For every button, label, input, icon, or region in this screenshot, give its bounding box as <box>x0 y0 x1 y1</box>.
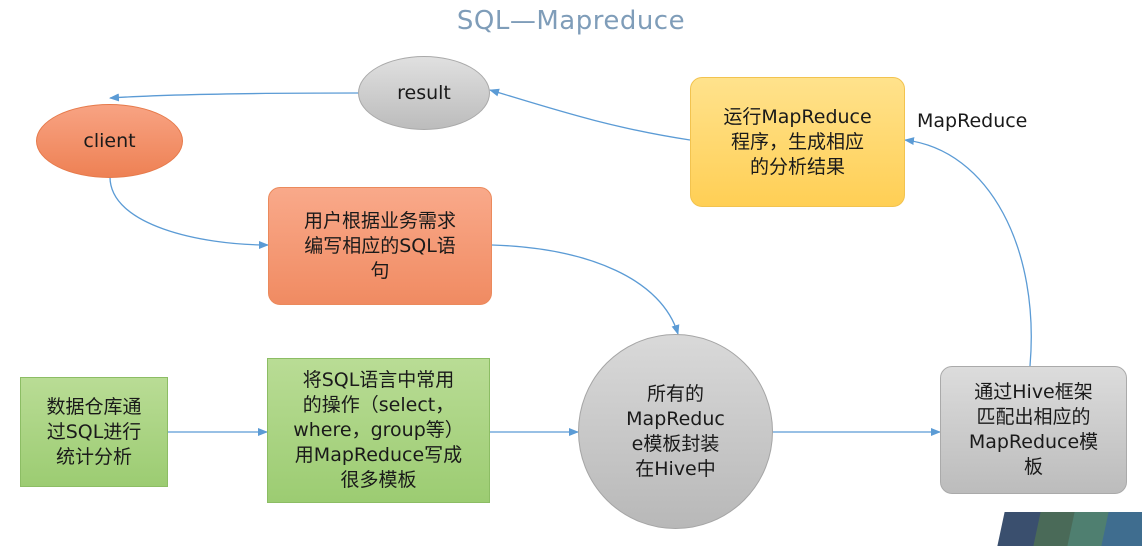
write-sql-node: 用户根据业务需求 编写相应的SQL语 句 <box>268 187 492 305</box>
edge-sql-to-hive <box>491 244 680 335</box>
templates-node: 将SQL语言中常用 的操作（select， where，group等） 用Map… <box>267 358 490 503</box>
run-mapreduce-node: 运行MapReduce 程序，生成相应 的分析结果 <box>690 77 905 207</box>
client-node: client <box>36 104 183 178</box>
result-node: result <box>358 56 490 130</box>
edge-client-to-sql <box>109 176 269 249</box>
diagram-title: SQL—Mapreduce <box>456 6 686 36</box>
edge-run-to-result <box>489 88 691 141</box>
warehouse-node: 数据仓库通 过SQL进行 统计分析 <box>20 377 168 487</box>
match-template-node: 通过Hive框架 匹配出相应的 MapReduce模 板 <box>940 366 1127 494</box>
hive-templates-node: 所有的 MapReduc e模板封装 在Hive中 <box>578 334 773 529</box>
corner-decoration <box>993 512 1142 546</box>
mapreduce-edge-label: MapReduce <box>917 110 1028 132</box>
edge-result-to-client <box>109 92 359 102</box>
edge-match-to-run <box>904 137 1032 367</box>
